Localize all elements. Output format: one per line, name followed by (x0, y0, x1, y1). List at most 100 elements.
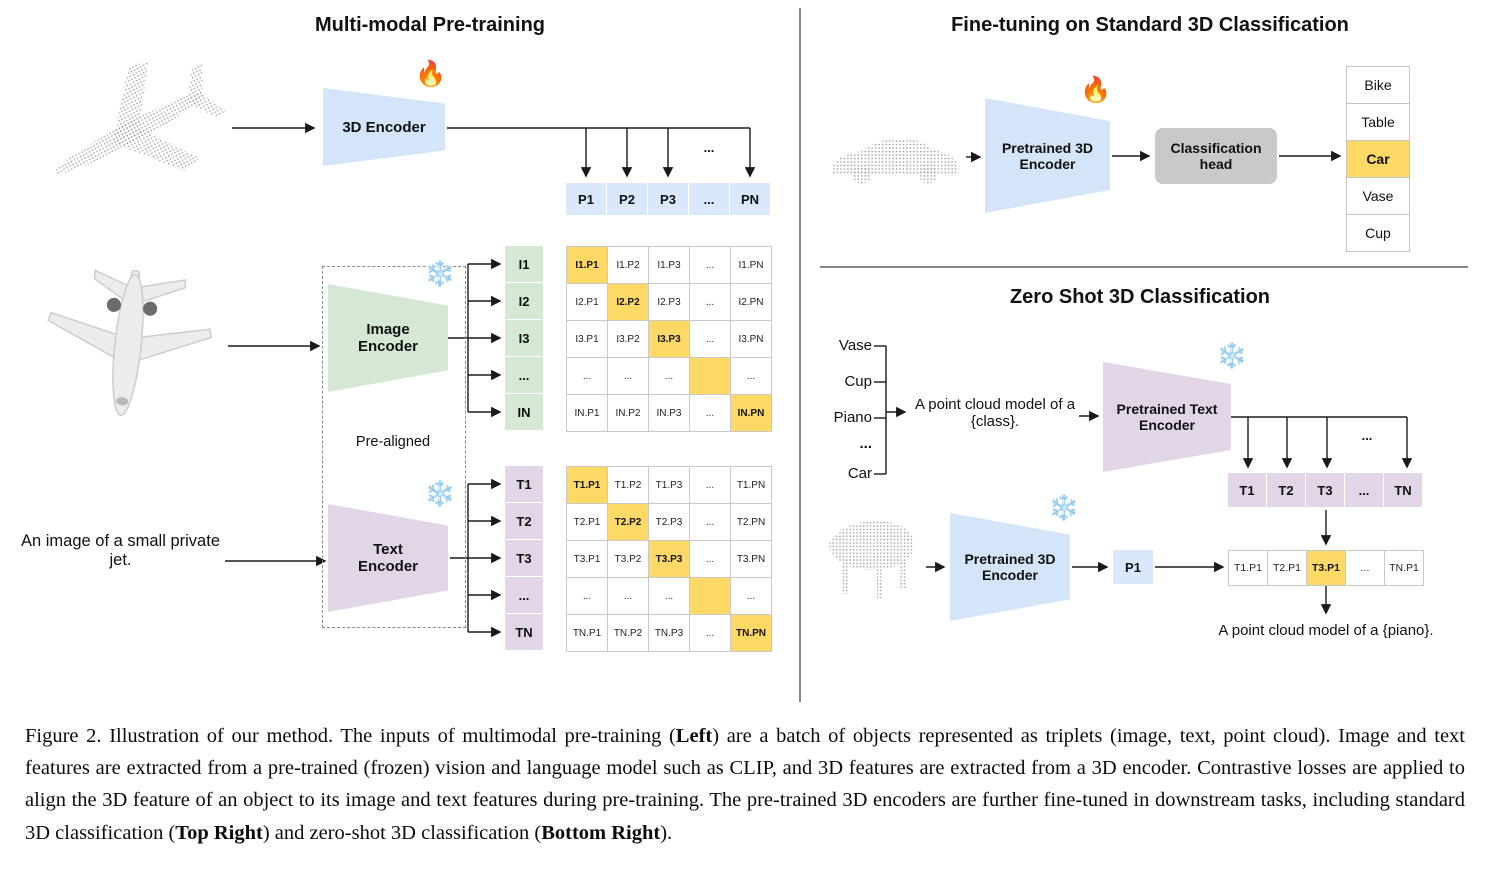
pretrained-3d-encoder-label: Pretrained 3D Encoder (1001, 139, 1094, 172)
text-encoder-label: Text Encoder (357, 541, 418, 575)
image-feature-column: I1 I2 I3 ... IN (505, 246, 543, 430)
t-cell: T3 (1306, 473, 1344, 507)
matrix-cell: T3.P3 (649, 541, 689, 577)
matrix-cell: I2.PN (731, 284, 771, 320)
matrix-cell: IN.P2 (608, 395, 648, 431)
matrix-cell: ... (690, 395, 730, 431)
3d-encoder-label: 3D Encoder (342, 118, 426, 136)
i-cell: ... (505, 357, 543, 393)
matrix-cell: I1.P1 (567, 247, 607, 283)
similarity-row: T1.P1 T2.P1 T3.P1 ... TN.P1 (1228, 550, 1424, 586)
matrix-cell: T3.P1 (567, 541, 607, 577)
caption-segment: ) are a batch of objects represented as … (25, 725, 1465, 844)
zeroshot-title: Zero Shot 3D Classification (1009, 286, 1271, 308)
class-word: Cup (844, 373, 872, 390)
matrix-cell: T1.P2 (608, 467, 648, 503)
i-cell: I2 (505, 283, 543, 319)
matrix-cell: ... (608, 578, 648, 614)
matrix-cell: I3.PN (731, 321, 771, 357)
matrix-cell: T2.PN (731, 504, 771, 540)
matrix-cell: IN.P1 (567, 395, 607, 431)
matrix-cell: T1.P1 (567, 467, 607, 503)
matrix-cell: ... (690, 504, 730, 540)
p-cell: PN (730, 183, 770, 215)
p-cell: P1 (566, 183, 606, 215)
i-cell: IN (505, 394, 543, 430)
fire-icon: 🔥 (1080, 76, 1112, 104)
text-encoder: Text Encoder (328, 504, 448, 612)
figure-caption: Figure 2. Illustration of our method. Th… (25, 720, 1465, 849)
t-cell: ... (505, 577, 543, 613)
image-pointcloud-matrix: I1.P1 I1.P2 I1.P3 ... I1.PN I2.P1 I2.P2 … (566, 246, 772, 432)
p1-cell: P1 (1113, 550, 1153, 584)
class-list: Bike Table Car Vase Cup (1346, 66, 1410, 252)
class-cell: Table (1347, 104, 1409, 140)
class-word-ellipsis: ... (859, 435, 872, 452)
matrix-cell: ... (690, 467, 730, 503)
arrows-layer (225, 8, 1468, 702)
class-word: Car (847, 465, 872, 482)
pretraining-title: Multi-modal Pre-training (315, 14, 545, 36)
image-encoder-label: Image Encoder (357, 321, 418, 355)
class-cell: Bike (1347, 67, 1409, 103)
class-word: Vase (838, 337, 872, 354)
t-cell: T3 (505, 540, 543, 576)
t-cell: T2 (1267, 473, 1305, 507)
t-cell: T1 (505, 466, 543, 502)
text-feature-column: T1 T2 T3 ... TN (505, 466, 543, 650)
caption-segment: ). (660, 821, 673, 844)
result-prompt-text: A point cloud model of a {piano}. (1218, 622, 1434, 639)
pretrained-3d-encoder-finetune: Pretrained 3D Encoder (985, 98, 1110, 213)
matrix-cell: I1.P3 (649, 247, 689, 283)
classification-head: Classification head (1155, 128, 1277, 184)
class-cell: Vase (1347, 178, 1409, 214)
snowflake-icon: ❄️ (424, 260, 456, 288)
matrix-cell: T2.P3 (649, 504, 689, 540)
matrix-cell: T1.PN (731, 467, 771, 503)
class-cell: Cup (1347, 215, 1409, 251)
pretrained-3d-encoder-label: Pretrained 3D Encoder (964, 551, 1056, 583)
matrix-cell: ... (690, 247, 730, 283)
matrix-cell: TN.P3 (649, 615, 689, 651)
matrix-cell: ... (608, 358, 648, 394)
3d-encoder: 3D Encoder (323, 88, 445, 166)
matrix-cell: ... (731, 578, 771, 614)
matrix-cell: ... (690, 321, 730, 357)
t-cell: TN (1384, 473, 1422, 507)
snowflake-icon: ❄️ (1216, 342, 1248, 370)
matrix-cell: ... (731, 358, 771, 394)
snowflake-icon: ❄️ (1048, 494, 1080, 522)
text-pointcloud-matrix: T1.P1 T1.P2 T1.P3 ... T1.PN T2.P1 T2.P2 … (566, 466, 772, 652)
caption-segment-bold: Bottom Right (541, 821, 661, 844)
matrix-cell: T2.P2 (608, 504, 648, 540)
matrix-cell: ... (690, 284, 730, 320)
matrix-cell: T2.P1 (567, 504, 607, 540)
matrix-cell: T1.P3 (649, 467, 689, 503)
car-pointcloud-image (832, 138, 959, 184)
airplane-pointcloud-image (54, 60, 228, 174)
similarity-cell: TN.P1 (1385, 551, 1423, 585)
image-encoder: Image Encoder (328, 284, 448, 392)
text-input-caption: An image of a small private jet. (20, 532, 220, 569)
matrix-cell: ... (567, 358, 607, 394)
p-cell: P3 (648, 183, 688, 215)
matrix-cell: I2.P2 (608, 284, 648, 320)
airplane-photo (47, 269, 212, 417)
matrix-cell: ... (649, 358, 689, 394)
matrix-cell (690, 358, 730, 394)
class-word: Piano (833, 409, 872, 426)
similarity-cell: ... (1346, 551, 1384, 585)
similarity-cell: T1.P1 (1229, 551, 1267, 585)
matrix-cell: I3.P2 (608, 321, 648, 357)
ellipsis-label: ... (1361, 428, 1373, 443)
pretrained-text-encoder: Pretrained Text Encoder (1103, 362, 1231, 472)
matrix-cell: I3.P3 (649, 321, 689, 357)
caption-segment: Figure 2. Illustration of our method. Th… (25, 725, 676, 747)
matrix-cell: T3.PN (731, 541, 771, 577)
matrix-cell: TN.PN (731, 615, 771, 651)
matrix-cell: TN.P1 (567, 615, 607, 651)
t-feature-row: T1 T2 T3 ... TN (1228, 473, 1422, 507)
ellipsis-label: ... (703, 140, 715, 155)
matrix-cell: ... (649, 578, 689, 614)
